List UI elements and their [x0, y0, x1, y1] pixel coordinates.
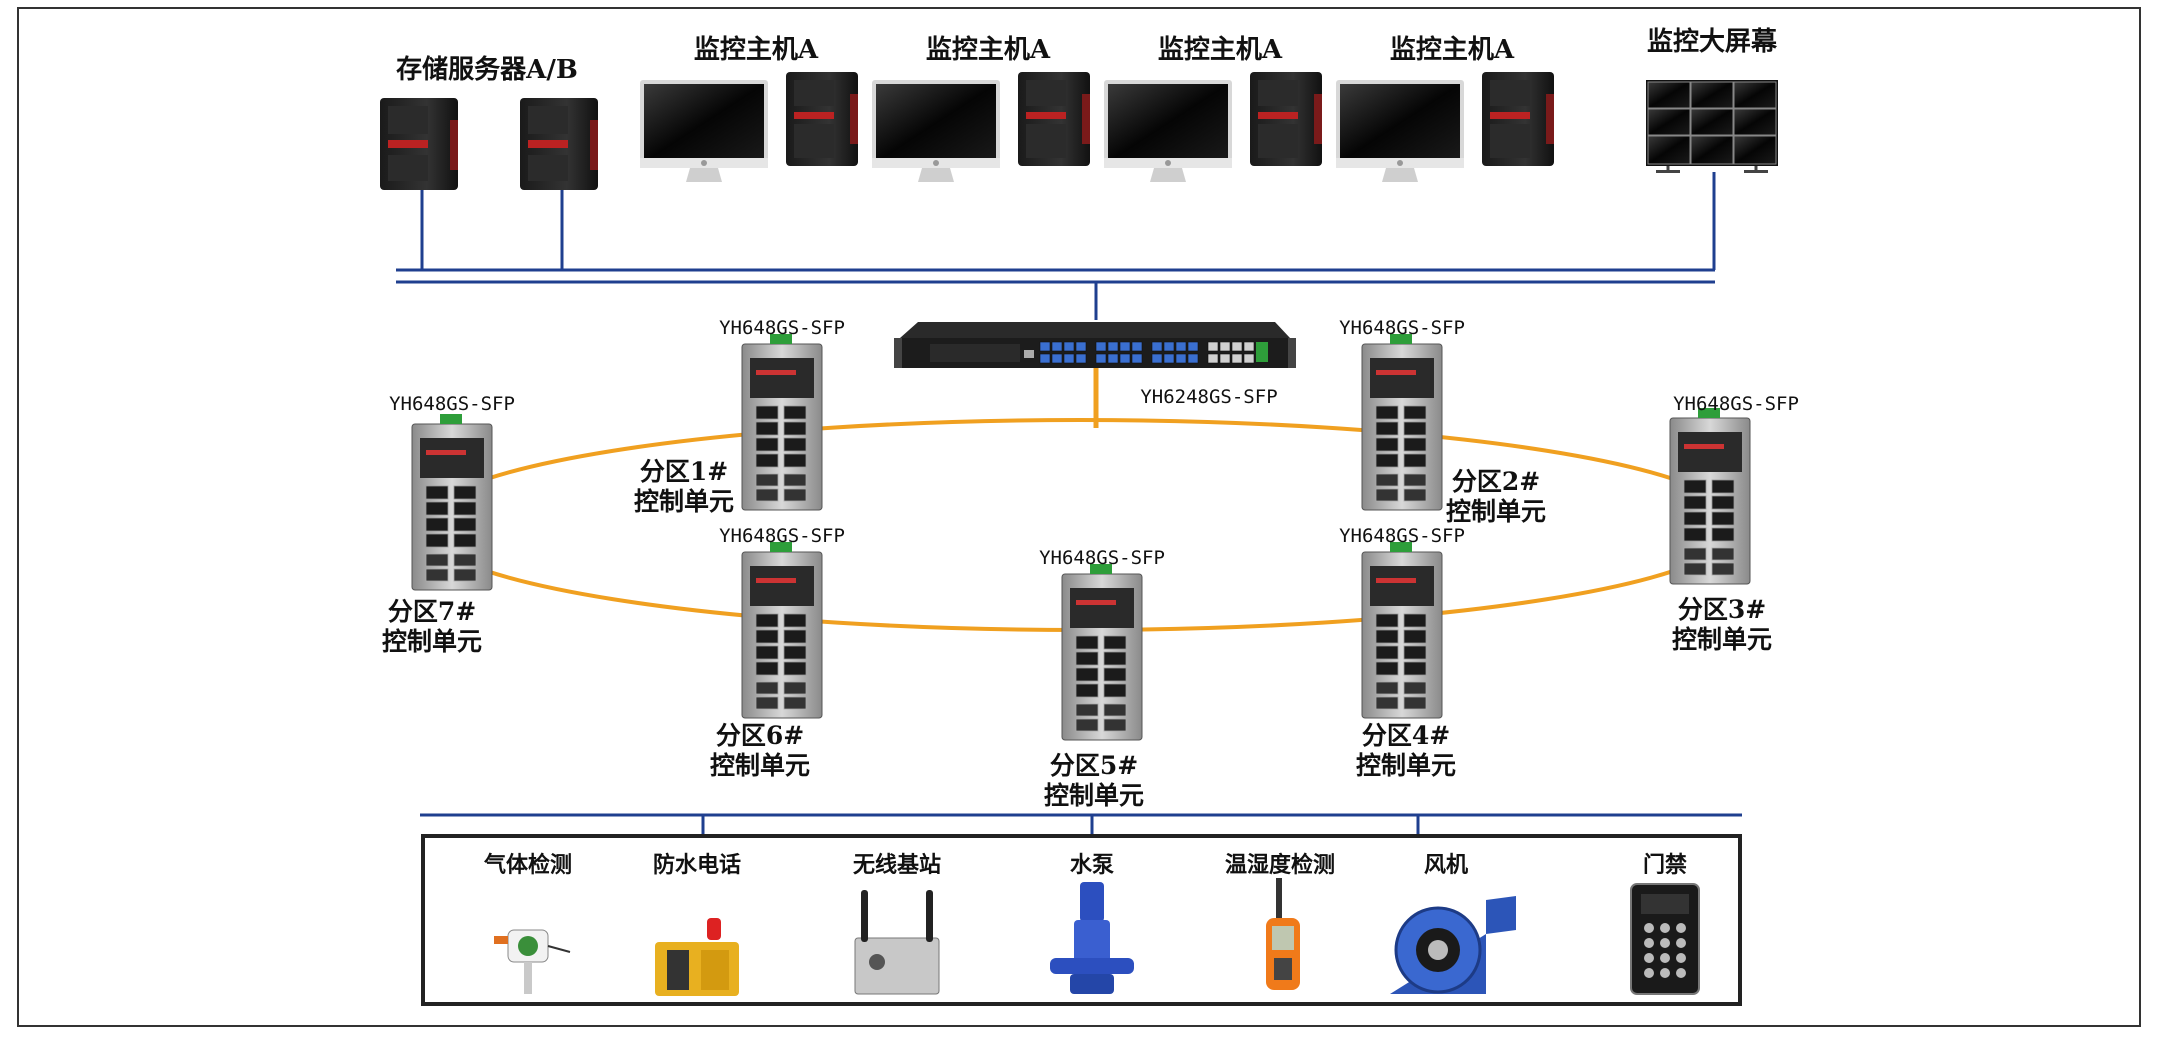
zone-label: 分区3#: [1678, 595, 1766, 624]
industrial-switch: [1361, 334, 1443, 511]
node-model-label: YH648GS-SFP: [1339, 317, 1465, 339]
control-unit-label: 控制单元: [1356, 751, 1456, 780]
ring-node-5: YH648GS-SFP 分区5#控制单元: [1039, 547, 1165, 810]
video-wall: [1646, 80, 1778, 173]
gas-detector-icon: [494, 929, 571, 994]
wireless-base-station-icon: [854, 890, 940, 995]
control-unit-label: 控制单元: [1044, 781, 1144, 810]
host-label-2: 监控主机A: [926, 35, 1051, 65]
zone-label: 分区4#: [1362, 721, 1450, 750]
zone-label: 分区1#: [640, 457, 728, 486]
ring-node-2: YH648GS-SFP 分区2#控制单元: [1339, 317, 1546, 526]
control-unit-label: 控制单元: [382, 627, 482, 656]
field-device-label: 温湿度检测: [1225, 852, 1335, 878]
waterproof-phone-icon: [655, 918, 739, 996]
ring-node-3: YH648GS-SFP 分区3#控制单元: [1669, 393, 1799, 654]
industrial-switch: [741, 334, 823, 511]
node-model-label: YH648GS-SFP: [1039, 547, 1165, 569]
host-label-3: 监控主机A: [1158, 35, 1283, 65]
fan-blower-icon: [1390, 896, 1516, 994]
field-bus: [420, 813, 1742, 836]
core-switch: [894, 322, 1296, 368]
field-device-label: 气体检测: [483, 852, 572, 878]
outer-frame: [17, 7, 2141, 1027]
monitoring-host-1: [640, 72, 858, 182]
industrial-switch: [1669, 408, 1751, 585]
host-label-1: 监控主机A: [694, 35, 819, 65]
monitoring-host-3: [1104, 72, 1322, 182]
water-pump-icon: [1050, 882, 1134, 994]
field-device-label: 风机: [1424, 852, 1468, 878]
monitoring-host-4: [1336, 72, 1554, 182]
ring-node-7: YH648GS-SFP 分区7#控制单元: [382, 393, 515, 656]
industrial-switch: [411, 414, 493, 591]
industrial-switch: [1061, 564, 1143, 741]
industrial-switch: [1361, 542, 1443, 719]
field-device-label: 防水电话: [653, 852, 741, 878]
ring-node-4: YH648GS-SFP 分区4#控制单元: [1339, 525, 1465, 780]
node-model-label: YH648GS-SFP: [719, 317, 845, 339]
control-unit-label: 控制单元: [1446, 497, 1546, 526]
zone-label: 分区5#: [1050, 751, 1138, 780]
zone-label: 分区7#: [388, 597, 476, 626]
storage-server-a: [380, 98, 458, 190]
storage-label: 存储服务器A/B: [396, 54, 578, 85]
ring-node-6: YH648GS-SFP 分区6#控制单元: [710, 525, 845, 780]
control-unit-label: 控制单元: [634, 487, 734, 516]
monitoring-bus: [396, 172, 1716, 320]
monitoring-host-2: [872, 72, 1090, 182]
screen-label: 监控大屏幕: [1647, 27, 1778, 57]
host-label-4: 监控主机A: [1390, 35, 1515, 65]
industrial-switch: [741, 542, 823, 719]
core-switch-model: YH6248GS-SFP: [1140, 386, 1277, 408]
ring-node-1: YH648GS-SFP 分区1#控制单元: [634, 317, 845, 516]
zone-label: 分区6#: [716, 721, 804, 750]
node-model-label: YH648GS-SFP: [1673, 393, 1799, 415]
control-unit-label: 控制单元: [1672, 625, 1772, 654]
control-unit-label: 控制单元: [710, 751, 810, 780]
field-device-label: 无线基站: [853, 852, 941, 878]
access-control-icon: [1630, 883, 1700, 995]
zone-label: 分区2#: [1452, 467, 1540, 496]
field-device-label: 门禁: [1643, 852, 1687, 878]
storage-server-b: [520, 98, 598, 190]
node-model-label: YH648GS-SFP: [1339, 525, 1465, 547]
node-model-label: YH648GS-SFP: [389, 393, 515, 415]
temp-humidity-sensor-icon: [1266, 878, 1300, 990]
node-model-label: YH648GS-SFP: [719, 525, 845, 547]
field-device-label: 水泵: [1070, 852, 1114, 878]
